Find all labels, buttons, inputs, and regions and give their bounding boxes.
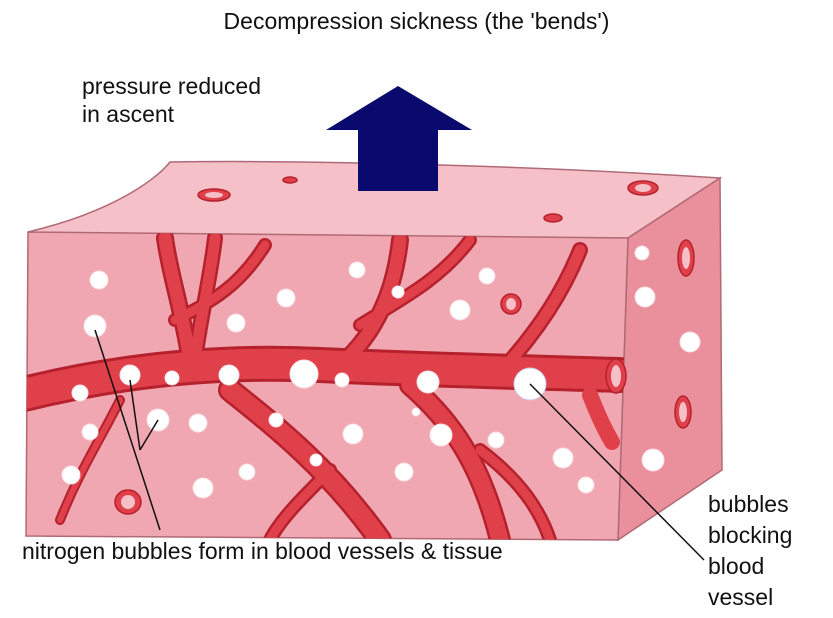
- ascent-label-line-2: in ascent: [82, 100, 261, 128]
- blocking-label-line-3: blood: [708, 551, 792, 582]
- page-title: Decompression sickness (the 'bends'): [0, 7, 833, 35]
- ascent-label: pressure reduced in ascent: [82, 72, 261, 128]
- ascent-label-line-1: pressure reduced: [82, 72, 261, 100]
- blocking-label-line-2: blocking: [708, 520, 792, 551]
- blocking-label-line-1: bubbles: [708, 489, 792, 520]
- bubbles-label: nitrogen bubbles form in blood vessels &…: [22, 537, 503, 565]
- blocking-label-line-4: vessel: [708, 582, 792, 613]
- blocking-label: bubbles blocking blood vessel: [708, 489, 792, 613]
